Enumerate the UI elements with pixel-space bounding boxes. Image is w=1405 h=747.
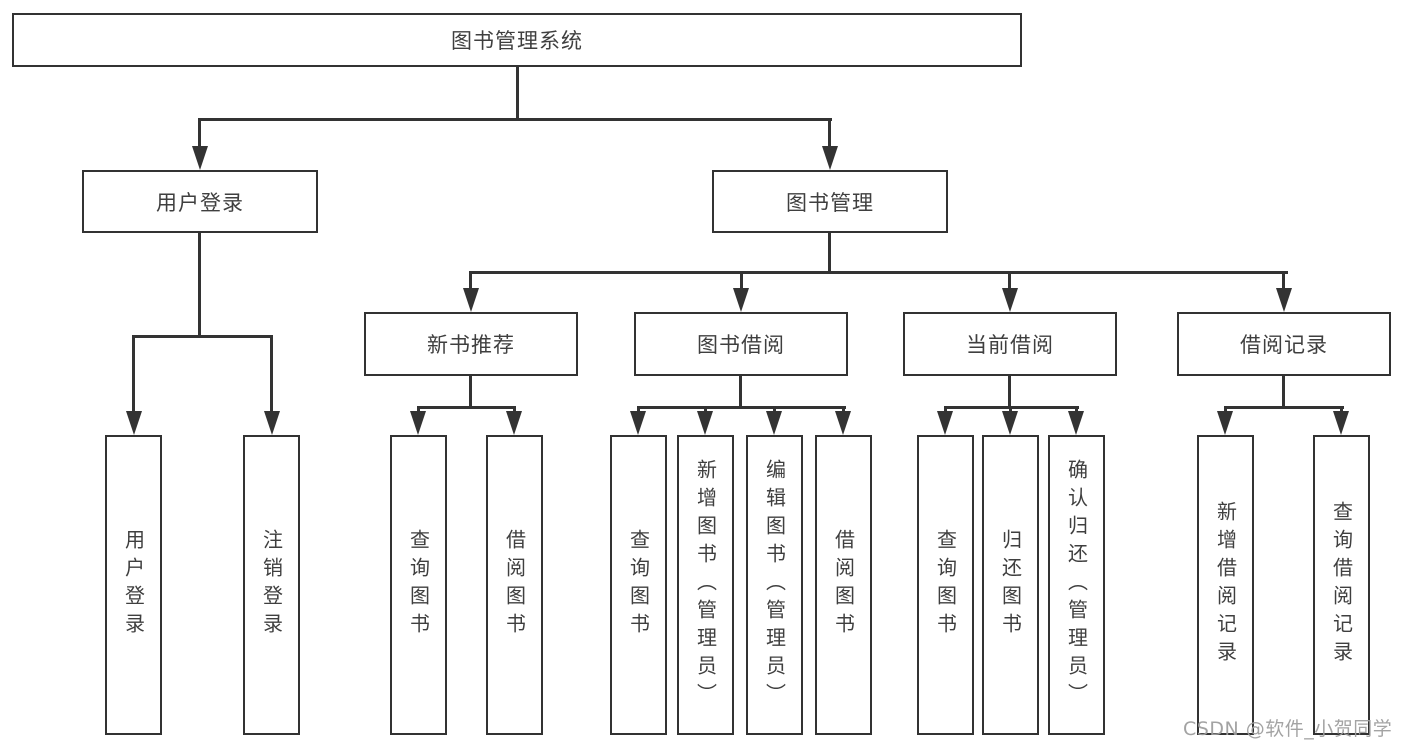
- connector-line: [739, 376, 742, 409]
- connector-line: [132, 335, 273, 338]
- arrow-down-icon: [1068, 411, 1084, 435]
- connector-line: [944, 406, 947, 415]
- connector-line: [132, 338, 135, 413]
- leaf-borrow-books-borrowing: 借阅图书: [815, 435, 872, 735]
- node-current-borrowing: 当前借阅: [903, 312, 1117, 376]
- node-book-borrowing: 图书借阅: [634, 312, 848, 376]
- connector-line: [1282, 274, 1285, 290]
- connector-line: [704, 406, 707, 415]
- connector-line: [637, 406, 640, 415]
- connector-line: [1075, 406, 1078, 415]
- connector-line: [740, 274, 743, 290]
- connector-line: [1282, 376, 1285, 409]
- connector-line: [469, 376, 472, 409]
- arrow-down-icon: [733, 288, 749, 312]
- leaf-query-books-borrowing-label: 查询图书: [626, 529, 651, 641]
- arrow-down-icon: [192, 146, 208, 170]
- leaf-logout-label: 注销登录: [259, 529, 284, 641]
- connector-line: [1008, 274, 1011, 290]
- connector-line: [417, 406, 420, 415]
- arrow-down-icon: [937, 411, 953, 435]
- arrow-down-icon: [1002, 411, 1018, 435]
- leaf-query-books-current-label: 查询图书: [933, 529, 958, 641]
- arrow-down-icon: [835, 411, 851, 435]
- connector-line: [842, 406, 845, 415]
- leaf-return-books-label: 归还图书: [998, 529, 1023, 641]
- leaf-query-borrow-record: 查询借阅记录: [1313, 435, 1370, 735]
- connector-line: [773, 406, 776, 415]
- arrow-down-icon: [264, 411, 280, 435]
- connector-line: [1009, 406, 1012, 415]
- leaf-borrow-books-recommend: 借阅图书: [486, 435, 543, 735]
- arrow-down-icon: [1276, 288, 1292, 312]
- leaf-logout: 注销登录: [243, 435, 300, 735]
- leaf-return-books: 归还图书: [982, 435, 1039, 735]
- arrow-down-icon: [506, 411, 522, 435]
- leaf-user-login-label: 用户登录: [121, 529, 146, 641]
- leaf-borrow-books-recommend-label: 借阅图书: [502, 529, 527, 641]
- node-new-book-recommendation: 新书推荐: [364, 312, 578, 376]
- arrow-down-icon: [463, 288, 479, 312]
- connector-line: [469, 274, 472, 290]
- csdn-watermark: CSDN @软件_小贺同学: [1183, 718, 1393, 740]
- arrow-down-icon: [766, 411, 782, 435]
- leaf-add-books-admin-label: 新增图书（管理员）: [693, 459, 718, 711]
- leaf-add-borrow-record: 新增借阅记录: [1197, 435, 1254, 735]
- arrow-down-icon: [697, 411, 713, 435]
- arrow-down-icon: [822, 146, 838, 170]
- connector-line: [198, 121, 201, 148]
- connector-line: [513, 406, 516, 415]
- arrow-down-icon: [630, 411, 646, 435]
- arrow-down-icon: [126, 411, 142, 435]
- leaf-edit-books-admin: 编辑图书（管理员）: [746, 435, 803, 735]
- node-borrowing-records: 借阅记录: [1177, 312, 1391, 376]
- leaf-borrow-books-borrowing-label: 借阅图书: [831, 529, 856, 641]
- leaf-confirm-return-admin-label: 确认归还（管理员）: [1064, 459, 1089, 711]
- arrow-down-icon: [1217, 411, 1233, 435]
- arrow-down-icon: [410, 411, 426, 435]
- arrow-down-icon: [1002, 288, 1018, 312]
- node-book-management: 图书管理: [712, 170, 948, 233]
- leaf-edit-books-admin-label: 编辑图书（管理员）: [762, 459, 787, 711]
- leaf-query-books-recommend: 查询图书: [390, 435, 447, 735]
- leaf-query-books-current: 查询图书: [917, 435, 974, 735]
- leaf-confirm-return-admin: 确认归还（管理员）: [1048, 435, 1105, 735]
- node-library-management-system: 图书管理系统: [12, 13, 1022, 67]
- leaf-add-books-admin: 新增图书（管理员）: [677, 435, 734, 735]
- leaf-query-books-borrowing: 查询图书: [610, 435, 667, 735]
- connector-line: [198, 118, 832, 121]
- connector-line: [270, 338, 273, 413]
- arrow-down-icon: [1333, 411, 1349, 435]
- connector-line: [828, 121, 831, 148]
- connector-line: [1008, 376, 1011, 409]
- leaf-add-borrow-record-label: 新增借阅记录: [1213, 501, 1238, 669]
- connector-line: [828, 233, 831, 274]
- connector-line: [637, 406, 846, 409]
- node-user-login: 用户登录: [82, 170, 318, 233]
- connector-line: [1224, 406, 1344, 409]
- leaf-query-books-recommend-label: 查询图书: [406, 529, 431, 641]
- connector-line: [417, 406, 516, 409]
- connector-line: [198, 233, 201, 337]
- leaf-query-borrow-record-label: 查询借阅记录: [1329, 501, 1354, 669]
- leaf-user-login: 用户登录: [105, 435, 162, 735]
- connector-line: [516, 67, 519, 118]
- connector-line: [1340, 406, 1343, 415]
- connector-line: [1224, 406, 1227, 415]
- connector-line: [469, 271, 1288, 274]
